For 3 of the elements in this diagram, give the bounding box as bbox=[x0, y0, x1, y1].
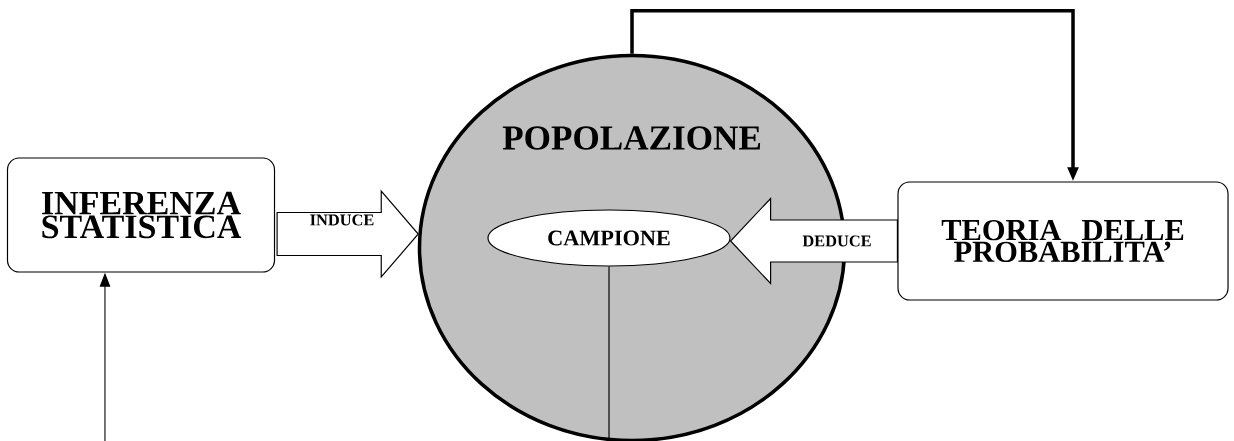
process-box: INFERENZA STATISTICA bbox=[6, 157, 276, 273]
process-box: TEORIA DELLE PROBABILITA’ bbox=[897, 181, 1229, 301]
edge-label: INDUCE bbox=[308, 213, 376, 227]
